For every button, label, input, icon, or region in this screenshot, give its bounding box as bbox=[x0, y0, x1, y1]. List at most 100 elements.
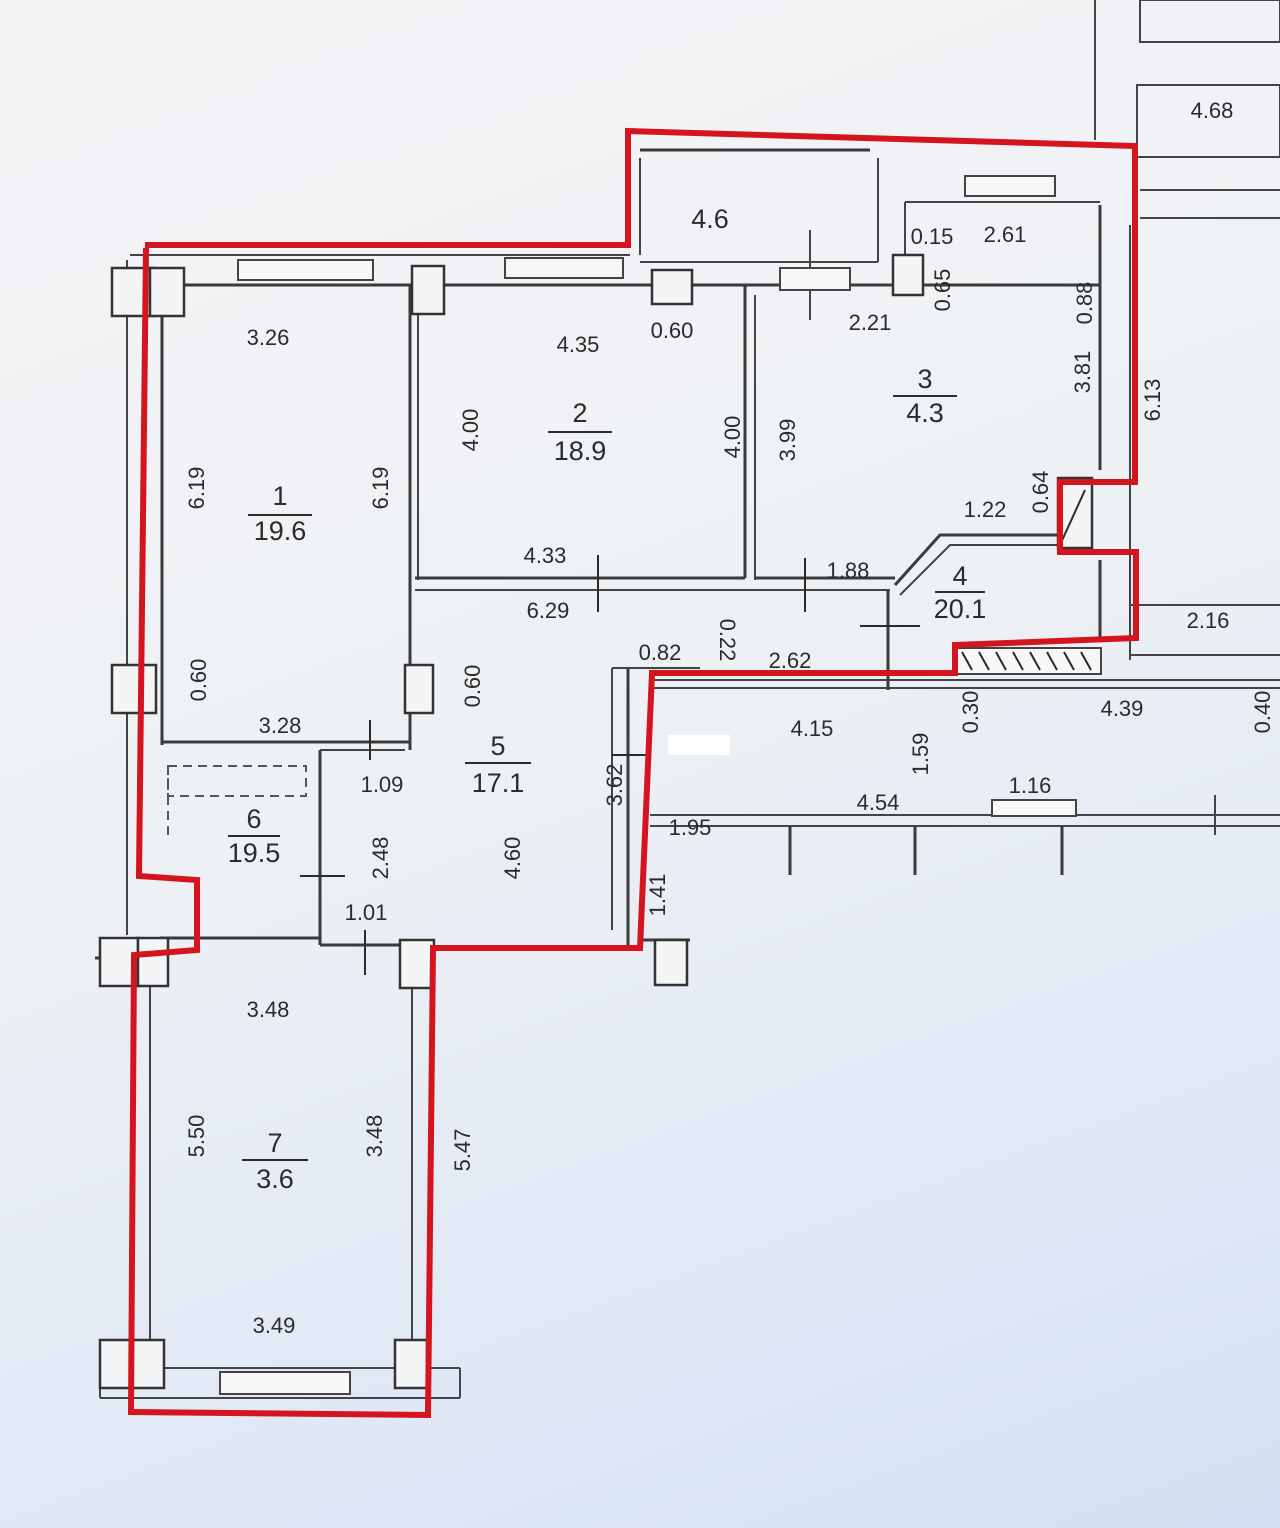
window bbox=[964, 175, 1056, 197]
dim-label: 1.41 bbox=[645, 874, 670, 917]
radiator-fin bbox=[995, 651, 1007, 671]
dim-label: 4.60 bbox=[500, 837, 525, 880]
dim-label: 4.33 bbox=[524, 543, 567, 568]
column bbox=[110, 663, 158, 715]
room-5-number: 2 bbox=[572, 398, 587, 428]
column bbox=[398, 938, 436, 990]
dim-label: 0.88 bbox=[1072, 282, 1097, 325]
room-4-number: 1 bbox=[272, 481, 287, 511]
corridor-niche bbox=[991, 799, 1077, 817]
dim-label: 3.49 bbox=[253, 1313, 296, 1338]
window bbox=[219, 1371, 351, 1395]
dimension-labels: 3.26 6.19 6.19 0.60 3.28 4.35 0.60 4.00 … bbox=[184, 98, 1275, 1338]
radiator-fin bbox=[1063, 651, 1075, 671]
dim-label: 4.39 bbox=[1101, 696, 1144, 721]
radiator-fin bbox=[1046, 651, 1058, 671]
dim-label: 6.29 bbox=[527, 598, 570, 623]
radiator-body bbox=[954, 647, 1102, 675]
radiator-fin bbox=[961, 651, 973, 671]
room-5-area: 18.9 bbox=[554, 436, 607, 466]
dim-label: 0.60 bbox=[460, 665, 485, 708]
neighbor-room bbox=[1136, 84, 1280, 158]
column bbox=[650, 268, 694, 306]
windows bbox=[219, 175, 1056, 1395]
dim-label: 0.65 bbox=[930, 269, 955, 312]
radiator-fin bbox=[978, 651, 990, 671]
apartment-walls bbox=[95, 148, 1102, 1399]
dim-label: 6.13 bbox=[1140, 379, 1165, 422]
dim-label: 4.54 bbox=[857, 790, 900, 815]
dim-label: 2.21 bbox=[849, 310, 892, 335]
dim-label: 2.48 bbox=[368, 837, 393, 880]
dim-label: 6.19 bbox=[184, 467, 209, 510]
neighbor-room-top bbox=[1139, 0, 1280, 43]
dim-label: 1.88 bbox=[827, 558, 870, 583]
dim-label: 4.15 bbox=[791, 716, 834, 741]
window bbox=[237, 259, 374, 281]
room-labels: 1 19.6 2 18.9 3 4.3 4 20.1 5 17.1 6 19.5… bbox=[228, 204, 987, 1194]
window bbox=[779, 267, 851, 291]
room-1-number: 5 bbox=[490, 731, 505, 761]
dim-label: 0.30 bbox=[958, 691, 983, 734]
column bbox=[128, 1338, 166, 1390]
dim-label: 0.40 bbox=[1250, 691, 1275, 734]
room7-diag-wall bbox=[893, 533, 1060, 587]
dim-label: 2.62 bbox=[769, 648, 812, 673]
dim-label: 1.16 bbox=[1009, 773, 1052, 798]
room-6-area: 4.3 bbox=[906, 398, 944, 428]
balcony-area: 4.6 bbox=[691, 204, 729, 234]
column bbox=[653, 938, 689, 987]
dim-label: 5.47 bbox=[450, 1129, 475, 1172]
dim-label: 3.28 bbox=[259, 713, 302, 738]
apartment-boundary bbox=[127, 127, 1139, 1419]
room-2-number: 7 bbox=[267, 1128, 282, 1158]
dim-label: 3.81 bbox=[1070, 351, 1095, 394]
column bbox=[148, 266, 186, 318]
room-4-area: 19.6 bbox=[254, 516, 307, 546]
window bbox=[504, 257, 624, 279]
radiator-fin bbox=[1012, 651, 1024, 671]
dim-label: 1.95 bbox=[669, 815, 712, 840]
column bbox=[393, 1338, 429, 1390]
radiator bbox=[954, 647, 1102, 675]
dim-label: 3.26 bbox=[247, 325, 290, 350]
room-3-area: 19.5 bbox=[228, 838, 281, 868]
bathtub-outline bbox=[167, 765, 307, 797]
dim-label: 3.62 bbox=[602, 764, 627, 807]
dim-label: 1.22 bbox=[964, 497, 1007, 522]
room-7-number: 4 bbox=[952, 561, 967, 591]
room-7-area: 20.1 bbox=[934, 594, 987, 624]
column bbox=[136, 936, 170, 988]
dim-label: 4.00 bbox=[458, 409, 483, 452]
corridor-walls bbox=[640, 679, 1280, 987]
radiator-fin bbox=[1029, 651, 1041, 671]
neighbor-walls bbox=[1094, 0, 1280, 660]
room7-diag-wall bbox=[899, 544, 1060, 596]
dim-label: 0.60 bbox=[186, 659, 211, 702]
dim-label: 3.99 bbox=[775, 419, 800, 462]
redaction-box bbox=[668, 735, 730, 755]
dim-label: 4.68 bbox=[1191, 98, 1234, 123]
room-2-area: 3.6 bbox=[256, 1164, 294, 1194]
dim-label: 2.61 bbox=[984, 222, 1027, 247]
dim-label: 6.19 bbox=[368, 467, 393, 510]
dim-label: 0.22 bbox=[715, 619, 740, 662]
dim-label: 3.48 bbox=[247, 997, 290, 1022]
column bbox=[891, 253, 925, 297]
radiator-fin bbox=[1080, 651, 1092, 671]
dim-label: 1.01 bbox=[345, 900, 388, 925]
dim-label: 0.15 bbox=[911, 224, 954, 249]
dim-label: 0.60 bbox=[651, 318, 694, 343]
room-6-number: 3 bbox=[917, 364, 932, 394]
dim-label: 1.09 bbox=[361, 772, 404, 797]
dim-label: 0.82 bbox=[639, 640, 682, 665]
dim-label: 4.35 bbox=[557, 332, 600, 357]
room-3-number: 6 bbox=[246, 804, 261, 834]
dim-label: 2.16 bbox=[1187, 608, 1230, 633]
dim-label: 3.48 bbox=[362, 1115, 387, 1158]
column bbox=[410, 264, 446, 316]
dim-label: 5.50 bbox=[184, 1115, 209, 1158]
fixtures bbox=[167, 476, 1102, 975]
dim-label: 0.64 bbox=[1028, 471, 1053, 514]
